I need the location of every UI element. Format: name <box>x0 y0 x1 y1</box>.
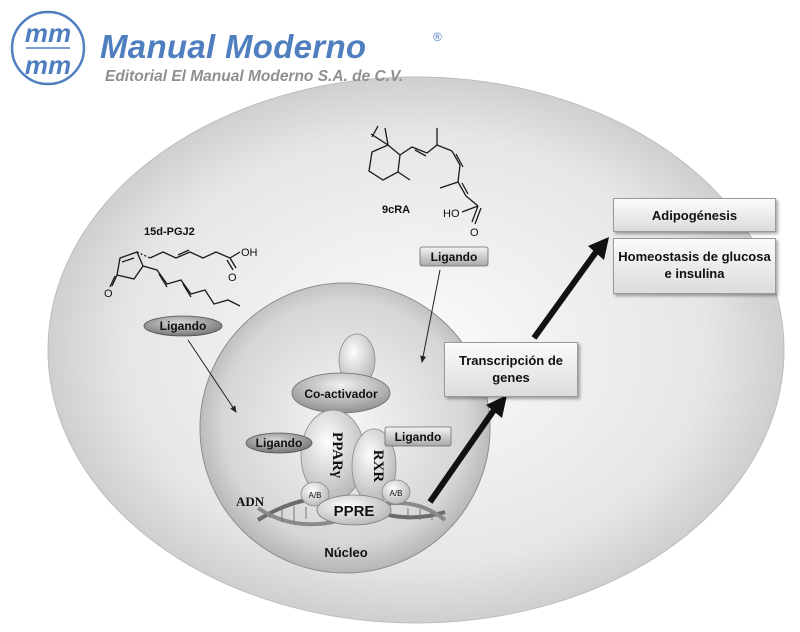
adipogenesis-label: Adipogénesis <box>651 207 738 223</box>
rxr-ligand-box <box>384 426 452 447</box>
logo-title: Manual Moderno <box>100 28 367 65</box>
outcome-arrow <box>531 237 609 340</box>
cra-entry-arrow <box>420 269 441 363</box>
pgj2-name: 15d-PGJ2 <box>144 226 195 238</box>
ppar-ligand-pill <box>245 432 313 454</box>
nucleus-label: Núcleo <box>324 545 367 560</box>
ppre-element <box>316 494 392 526</box>
homeostasis-label: Homeostasis de glucosa e insulina <box>618 249 771 281</box>
homeostasis-box: Homeostasis de glucosa e insulina <box>613 238 776 294</box>
logo-monogram-bottom: mm <box>25 50 71 80</box>
transcription-label: Transcripción de genes <box>458 352 564 385</box>
rxr-label: RXR <box>370 450 386 483</box>
cra-ligand-label: Ligando <box>431 250 478 264</box>
logo-subtitle: Editorial El Manual Moderno S.A. de C.V. <box>105 68 404 85</box>
ppar-gamma-label: PPARγ <box>329 432 345 478</box>
pgj2-ligand-pill <box>143 315 223 337</box>
logo-monogram-icon: mm mm <box>10 10 86 86</box>
logo-monogram-top: mm <box>25 18 71 48</box>
coactivator-label: Co-activador <box>304 387 378 401</box>
adipogenesis-box: Adipogénesis <box>613 198 776 232</box>
cra-name: 9cRA <box>382 204 410 216</box>
ab-domain-right <box>381 479 411 505</box>
rxr-ligand-label: Ligando <box>395 430 442 444</box>
ppar-ligand-label: Ligando <box>256 436 303 450</box>
pgj2-o-label: O <box>228 272 237 284</box>
transcription-box: Transcripción de genes <box>444 342 578 397</box>
logo-registered-mark: ® <box>433 30 442 44</box>
cra-ho-label: HO <box>443 208 460 220</box>
dna-label: ADN <box>236 494 265 509</box>
pgj2-ketone-o-label: O <box>104 288 113 300</box>
cra-o-label: O <box>470 227 479 239</box>
pgj2-entry-arrow <box>187 339 237 413</box>
ab-domain-left <box>300 481 330 507</box>
ppre-label: PPRE <box>334 503 375 520</box>
cra-molecule-icon <box>368 125 482 225</box>
pgj2-ligand-label: Ligando <box>160 319 207 333</box>
pgj2-oh-label: OH <box>241 247 258 259</box>
transcription-arrow <box>427 395 507 504</box>
cra-ligand-box <box>419 246 489 267</box>
ab-right-label: A/B <box>390 489 403 498</box>
ab-left-label: A/B <box>309 491 322 500</box>
pgj2-molecule-icon <box>109 249 241 307</box>
